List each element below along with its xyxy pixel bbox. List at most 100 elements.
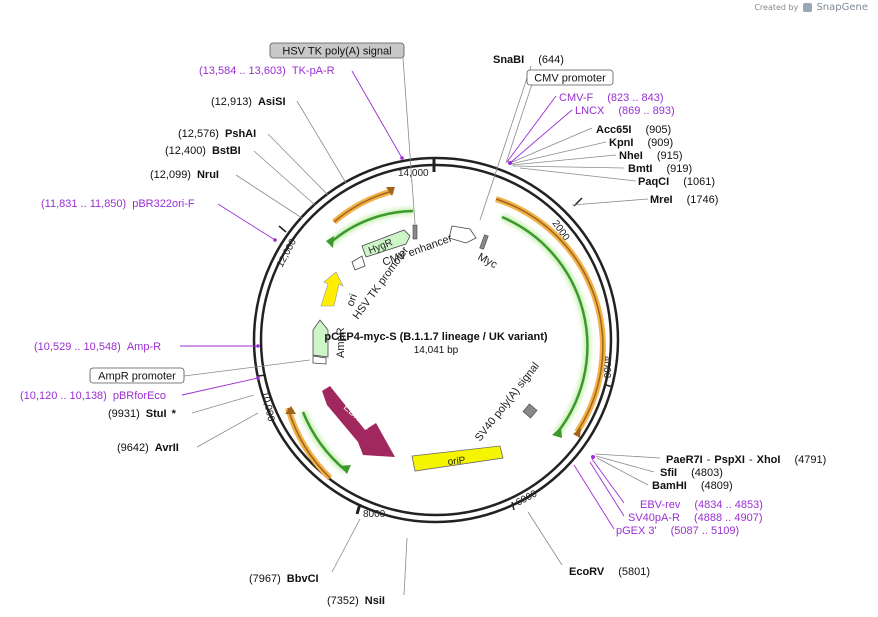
- leader-acc65i: [509, 127, 593, 164]
- ruler-tick-12000: [278, 225, 287, 233]
- site-dot-pbrforeco: [256, 376, 260, 380]
- leader-sfii: [595, 455, 655, 473]
- leader-mrei: [571, 198, 649, 206]
- enzyme-paer7i-pspxi-xhoi: PaeR7I-PspXI-XhoI(4791): [666, 454, 826, 466]
- site-dot-cmv: [508, 161, 512, 165]
- enzyme-pshai: (12,576)PshAI: [178, 128, 256, 140]
- orf-arc-bottom-left-core: [287, 407, 331, 479]
- leader-bstbi: [253, 150, 316, 206]
- ruler-label-12000: 12,000: [275, 237, 299, 270]
- hsv-tk-promoter-arrow: [351, 255, 366, 271]
- primer-lncx: LNCX(869 .. 893): [575, 105, 675, 117]
- box-ampr-promoter: [89, 367, 185, 384]
- primer-leader-pbr322ori-f: [217, 203, 276, 241]
- leader-bmti: [512, 165, 625, 169]
- leader-stui: [191, 394, 255, 414]
- boxed-label-cmv-promoter: CMV promoter: [534, 73, 606, 85]
- hsv-tk-polya-marker: [412, 224, 418, 240]
- feature-label-myc: Myc: [476, 251, 500, 271]
- orange-arcs: [285, 187, 606, 481]
- primer-leader-tk-pa-r: [351, 70, 403, 159]
- site-ticks: [256, 156, 595, 459]
- leader-avrii: [196, 412, 259, 448]
- snapgene-credit: Created by SnapGene: [754, 2, 868, 13]
- primer-leader-lncx: [509, 109, 573, 164]
- ruler-label-4000: 4000: [601, 356, 612, 379]
- enzyme-labels: SnaBI(644) Acc65I(905) KpnI(909) NheI(91…: [108, 54, 826, 607]
- enzyme-mrei: MreI(1746): [650, 194, 718, 206]
- leader-lines: [183, 57, 661, 596]
- enzyme-avrii: (9642)AvrII: [117, 442, 179, 454]
- arc-top-left: [329, 209, 414, 244]
- primer-tk-pa-r: (13,584 .. 13,603)TK-pA-R: [199, 65, 335, 77]
- ruler-label-8000: 8000: [363, 509, 386, 520]
- ampr-arrow: [312, 319, 329, 358]
- enzyme-bbvci: (7967)BbvCI: [249, 573, 319, 585]
- primer-ebv-rev: EBV-rev(4834 .. 4853): [640, 499, 763, 511]
- box-hsv-tk-polya: [269, 42, 405, 59]
- arc-bottom-left: [301, 411, 346, 471]
- primer-leader-sv40pa-r: [589, 461, 625, 517]
- primer-leader-cmv-f: [506, 95, 557, 163]
- primer-leader-pgex3: [573, 464, 615, 530]
- orf-arrowhead-top-left: [386, 187, 395, 196]
- leader-nhei: [511, 154, 617, 166]
- feature-label-orip: oriP: [447, 455, 466, 468]
- leader-snabi: [479, 65, 532, 221]
- primer-sv40pa-r: SV40pA-R(4888 .. 4907): [628, 512, 762, 524]
- enzyme-paqci: PaqCI(1061): [638, 176, 715, 188]
- ruler-label-10000: 10,000: [259, 390, 276, 423]
- feature-label-ampr: AmpR: [335, 327, 347, 358]
- features: [312, 224, 538, 472]
- backbone-outer-circle: [252, 156, 620, 524]
- leader-bamhi: [596, 457, 649, 486]
- ruler-tick-6000: [511, 501, 515, 511]
- enzyme-bmti: BmtI(919): [628, 163, 692, 175]
- enzyme-sfii: SfiI(4803): [660, 467, 723, 479]
- enzyme-nrui: (12,099)NruI: [150, 169, 219, 181]
- arc-arrowhead-top-left: [326, 236, 334, 248]
- leader-nsii: [403, 537, 408, 596]
- site-dot-tk-pa-r: [400, 156, 404, 160]
- leader-hsv-tk-polya: [402, 57, 416, 225]
- leader-bbvci: [331, 518, 361, 573]
- boxed-label-hsv-tk-polya: HSV TK poly(A) signal: [282, 46, 391, 58]
- arc-right: [501, 215, 589, 434]
- primer-leader-ebv-rev: [591, 458, 625, 504]
- orf-arrowhead-bottom-left: [285, 406, 296, 414]
- sv40-polya-marker: [522, 403, 538, 419]
- enzyme-snabi: SnaBI(644): [493, 54, 564, 66]
- leader-nrui: [235, 174, 303, 219]
- plasmid-length: 14,041 bp: [414, 345, 459, 356]
- enzyme-stui: (9931)StuI*: [108, 408, 177, 420]
- box-cmv-promoter: [526, 69, 614, 86]
- enzyme-bamhi: BamHI(4809): [652, 480, 733, 492]
- plasmid-name: pCEP4-myc-S (B.1.1.7 lineage / UK varian…: [324, 331, 547, 343]
- primer-labels: CMV-F(823 .. 843) LNCX(869 .. 893) EBV-r…: [20, 65, 763, 537]
- hygr-arrow: [361, 229, 411, 258]
- primer-leader-pbrforeco: [181, 377, 259, 396]
- credit-prefix: Created by: [754, 3, 799, 12]
- feature-label-ori: ori: [345, 292, 360, 308]
- primer-cmv-f: CMV-F(823 .. 843): [559, 92, 664, 104]
- credit-brand: SnapGene: [816, 2, 868, 13]
- enzyme-bstbi: (12,400)BstBI: [165, 145, 241, 157]
- enzyme-kpni: KpnI(909): [609, 137, 673, 149]
- boxed-labels: HSV TK poly(A) signal CMV promoter AmpR …: [89, 42, 614, 384]
- ebna1-arrow: [322, 386, 395, 457]
- site-dot-xhoi: [591, 455, 595, 459]
- snapgene-logo-icon: [802, 3, 812, 12]
- primer-pbr322ori-f: (11,831 .. 11,850)pBR322ori-F: [41, 198, 195, 210]
- enzyme-acc65i: Acc65I(905): [596, 124, 671, 136]
- arc-arrowhead-right: [552, 427, 562, 438]
- primer-leader-lines: [180, 70, 625, 530]
- leader-pshai: [267, 133, 329, 196]
- ruler-tick-10000: [257, 374, 267, 377]
- site-dot-pbr322ori: [273, 238, 277, 242]
- leader-ecorv: [527, 511, 563, 566]
- enzyme-nsii: (7352)NsiI: [327, 595, 385, 607]
- myc-marker: [479, 234, 489, 250]
- leader-ampr-promoter: [183, 359, 311, 377]
- orf-arc-top-left-core: [333, 190, 394, 223]
